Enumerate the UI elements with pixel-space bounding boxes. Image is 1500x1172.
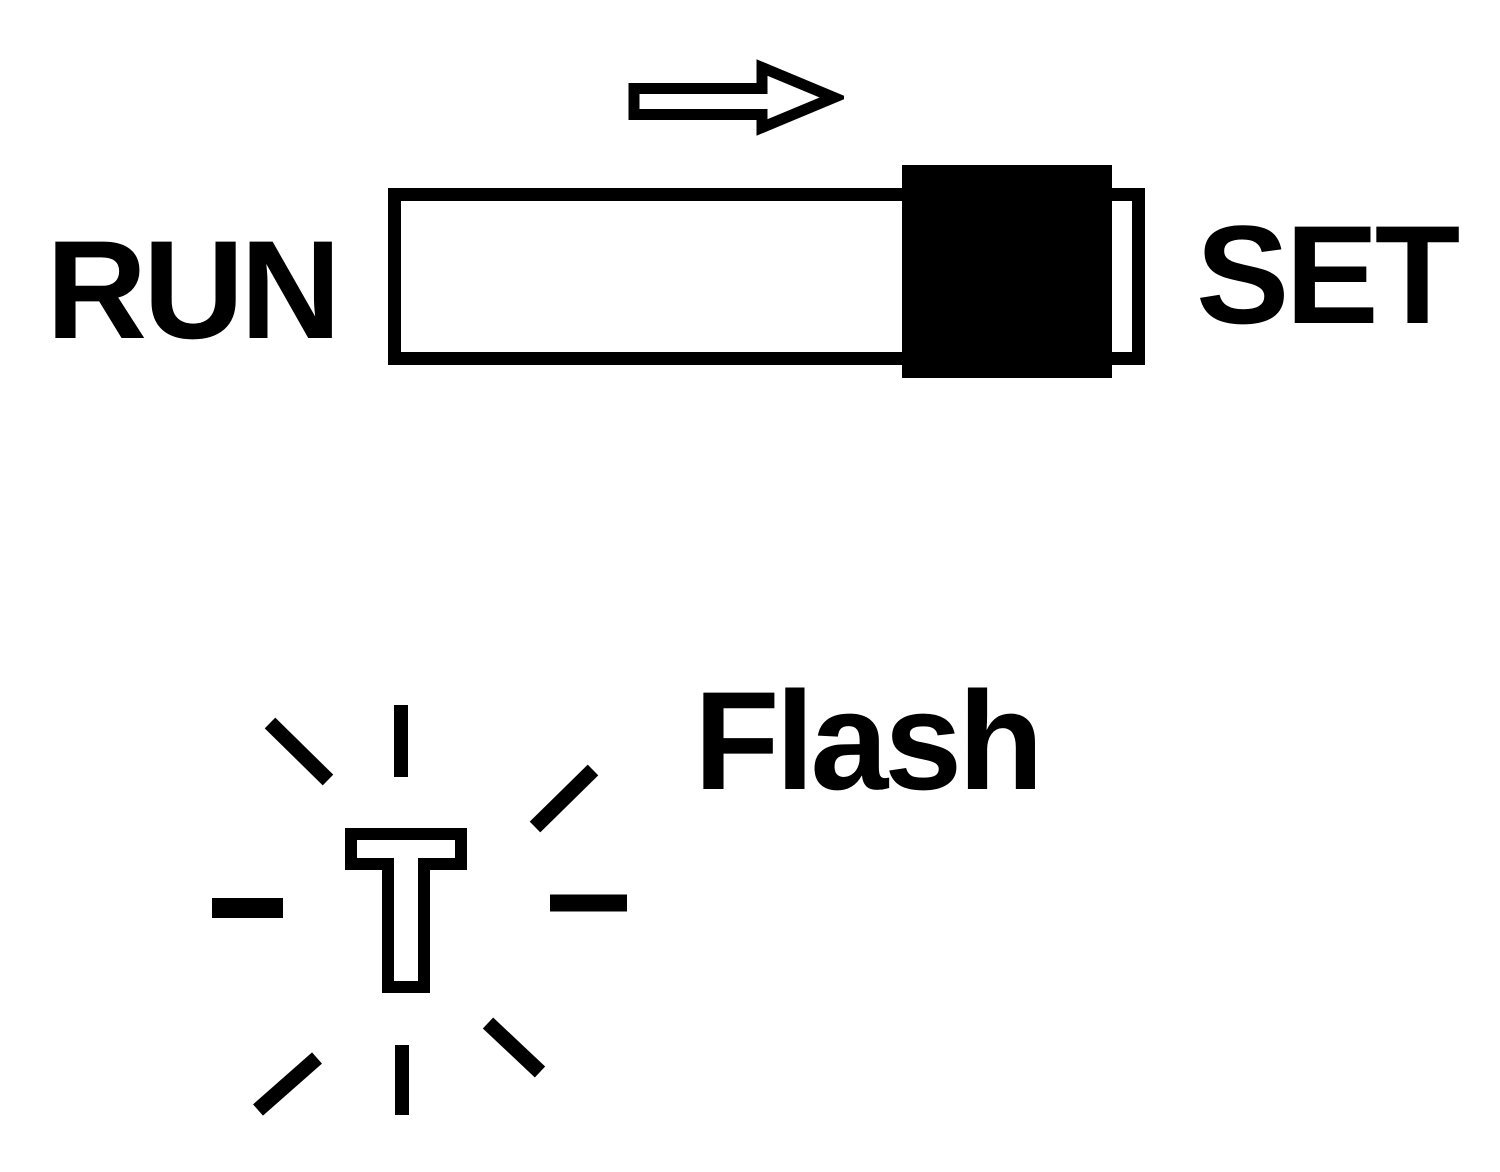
flash-ray-bottom-left xyxy=(253,1052,322,1116)
t-symbol-outline xyxy=(345,828,467,993)
flash-rays xyxy=(212,705,627,1116)
flash-ray-top-right xyxy=(529,764,599,833)
arrow-right-icon xyxy=(628,59,844,136)
switch-knob xyxy=(902,165,1112,378)
arrow-right-outline xyxy=(628,59,844,136)
flashing-t-icon xyxy=(212,705,627,1116)
flash-ray-bottom-right xyxy=(482,1017,546,1078)
flash-ray-top-left xyxy=(264,717,334,786)
switch-run-label: RUN xyxy=(46,211,341,368)
switch-set-label: SET xyxy=(1196,196,1460,353)
flash-label: Flash xyxy=(694,662,1044,819)
